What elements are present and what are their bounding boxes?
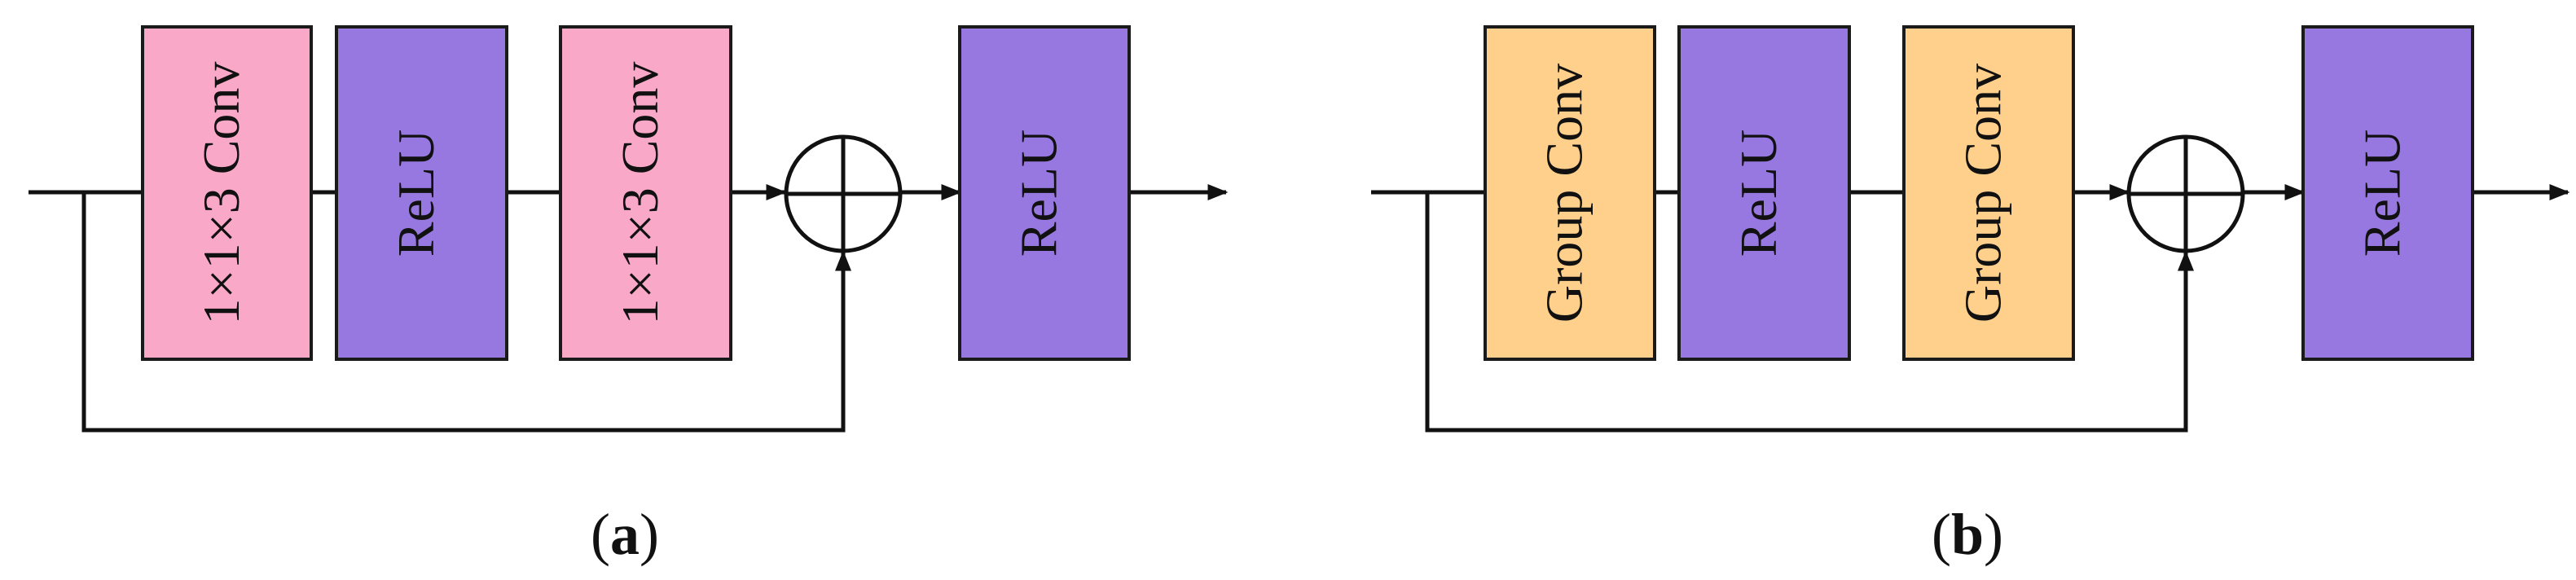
relu-block-label: ReLU xyxy=(1010,130,1068,257)
conv-block-box xyxy=(141,25,313,361)
panel-caption: (b) xyxy=(1932,502,2003,567)
relu-block: ReLU xyxy=(2301,25,2474,361)
relu-block: ReLU xyxy=(1677,25,1851,361)
panel-caption: (a) xyxy=(591,502,659,567)
conv-block-box xyxy=(559,25,732,361)
relu-block: ReLU xyxy=(958,25,1131,361)
group-conv-block-label: Group Conv xyxy=(1954,64,2012,323)
conv-block-label: 1×1×3 Conv xyxy=(192,62,250,325)
conv-block: 1×1×3 Conv xyxy=(559,25,732,361)
relu-block-label: ReLU xyxy=(387,130,445,257)
relu-block-box xyxy=(2301,25,2474,361)
relu-block-box xyxy=(335,25,508,361)
sum-node xyxy=(784,134,903,253)
conv-block-label: 1×1×3 Conv xyxy=(611,62,669,325)
sum-node xyxy=(2126,134,2245,253)
panel-caption-letter: a xyxy=(610,502,640,567)
group-conv-block-label: Group Conv xyxy=(1536,64,1594,323)
relu-block-label: ReLU xyxy=(1730,130,1787,257)
relu-block: ReLU xyxy=(335,25,508,361)
group-conv-block: Group Conv xyxy=(1902,25,2075,361)
group-conv-block-box xyxy=(1484,25,1656,361)
relu-block-box xyxy=(958,25,1131,361)
panel-b: Group Conv ReLU Group Conv ReLU (b) xyxy=(1371,25,2570,567)
conv-block: 1×1×3 Conv xyxy=(141,25,313,361)
relu-block-box xyxy=(1677,25,1851,361)
skip-connection xyxy=(1425,192,2188,433)
relu-block-label: ReLU xyxy=(2354,130,2411,257)
panel-caption-letter: b xyxy=(1951,502,1984,567)
panel-a: 1×1×3 Conv ReLU 1×1×3 Conv ReLU (a) xyxy=(29,25,1229,567)
group-conv-block: Group Conv xyxy=(1484,25,1656,361)
group-conv-block-box xyxy=(1902,25,2075,361)
skip-connection xyxy=(81,192,846,433)
